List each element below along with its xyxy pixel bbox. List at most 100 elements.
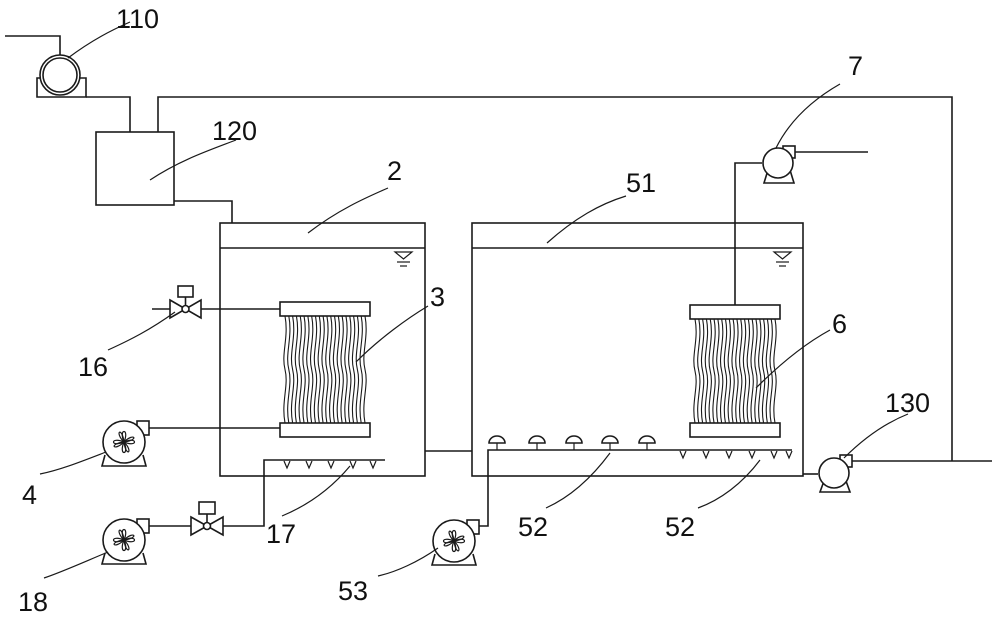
- membrane-fiber: [321, 315, 325, 424]
- leader-18: [43, 551, 109, 579]
- pump-7-base: [762, 169, 796, 184]
- arrow-diffuser: [283, 460, 291, 470]
- blower-53-base: [430, 553, 478, 566]
- membrane-3-bottom-header: [279, 422, 371, 438]
- leader-52a: [545, 452, 611, 509]
- pipe-module6-to-pump7: [734, 162, 762, 305]
- arrow-diffuser: [725, 450, 733, 460]
- inlet-pipe: [5, 35, 61, 55]
- tank-51-water-level-icon: [772, 251, 793, 267]
- membrane-fiber: [758, 318, 762, 424]
- leader-53: [377, 547, 439, 577]
- membrane-fiber: [742, 318, 747, 424]
- membrane-fiber: [716, 318, 720, 424]
- membrane-6-top-header: [689, 304, 781, 320]
- dome-diffuser: [638, 435, 656, 450]
- membrane-3-fibers: [283, 315, 367, 424]
- leader-16: [107, 311, 176, 351]
- label-17: 17: [266, 519, 296, 549]
- membrane-fiber: [363, 315, 367, 424]
- valve-body: [190, 515, 224, 537]
- label-52b: 52: [665, 512, 695, 542]
- unit-120-box: [95, 131, 175, 206]
- membrane-fiber: [712, 318, 716, 424]
- tank-51-walls: [471, 222, 804, 477]
- valve-blower18-line: [190, 501, 224, 537]
- membrane-fiber: [723, 318, 728, 424]
- membrane-fiber: [283, 315, 287, 424]
- pipe-120-to-tank2: [174, 200, 233, 223]
- label-2: 2: [387, 156, 402, 186]
- membrane-fiber: [329, 315, 333, 424]
- leader-51: [546, 195, 627, 244]
- leader-110: [67, 21, 131, 59]
- membrane-fiber: [332, 315, 337, 424]
- tank-2-water-level-icon: [393, 251, 414, 267]
- membrane-fiber: [708, 318, 712, 424]
- membrane-fiber: [298, 315, 302, 424]
- leader-7: [775, 83, 841, 149]
- membrane-fiber: [735, 318, 739, 424]
- membrane-fiber: [294, 315, 299, 424]
- membrane-fiber: [355, 315, 360, 424]
- leader-4: [39, 451, 107, 475]
- membrane-fiber: [313, 315, 318, 424]
- membrane-fiber: [769, 318, 773, 424]
- membrane-fiber: [739, 318, 743, 424]
- membrane-fiber: [697, 318, 701, 424]
- pump-130: [818, 454, 853, 493]
- blower-18-base: [100, 552, 148, 565]
- arrow-diffuser: [770, 450, 778, 460]
- label-52a: 52: [518, 512, 548, 542]
- leader-lines: [39, 21, 909, 579]
- valve-16-body: [169, 298, 202, 320]
- label-7: 7: [848, 51, 863, 81]
- reference-labels: 110 120 2 51 7 3 16 6 130 4 17 52 52 18 …: [18, 4, 930, 617]
- arrow-diffuser: [785, 450, 793, 460]
- membrane-fiber: [754, 318, 758, 424]
- label-6: 6: [832, 309, 847, 339]
- membrane-fiber: [731, 318, 735, 424]
- valve-actuator: [198, 501, 216, 515]
- membrane-fiber: [325, 315, 329, 424]
- leader-120: [149, 139, 237, 181]
- arrow-diffuser: [702, 450, 710, 460]
- membrane-fiber: [746, 318, 751, 424]
- arrow-diffuser: [327, 460, 335, 470]
- label-110: 110: [116, 4, 159, 34]
- pump-7: [762, 145, 796, 184]
- valve-16-center: [181, 304, 190, 314]
- fan-icon: [112, 430, 136, 454]
- pipe-network: [5, 35, 992, 527]
- arrow-diffuser: [305, 460, 313, 470]
- dome-diffuser: [528, 435, 546, 450]
- leader-3: [355, 305, 429, 363]
- tank-51: [471, 222, 804, 477]
- membrane-6-bottom-header: [689, 422, 781, 438]
- pump-130-base: [818, 480, 852, 493]
- membrane-fiber: [336, 315, 341, 424]
- membrane-fiber: [719, 318, 724, 424]
- membrane-fiber: [309, 315, 314, 424]
- membrane-fiber: [287, 315, 291, 424]
- membrane-3-top-header: [279, 301, 371, 317]
- return-pipe: [157, 96, 953, 461]
- dome-diffuser: [601, 435, 619, 450]
- membrane-fiber: [344, 315, 348, 424]
- arrow-diffuser: [748, 450, 756, 460]
- label-3: 3: [430, 282, 445, 312]
- fan-icon: [442, 529, 466, 553]
- arrow-diffuser: [349, 460, 357, 470]
- valve-16: [169, 285, 202, 320]
- pipe-110-to-120: [86, 96, 131, 132]
- valve-16-actuator: [177, 285, 194, 298]
- membrane-fiber: [750, 318, 754, 424]
- aerator-52: [488, 435, 793, 460]
- pipe-blower53-to-aerator52: [478, 449, 792, 527]
- membrane-6-fibers: [693, 318, 777, 424]
- membrane-fiber: [704, 318, 709, 424]
- blower-18: [100, 518, 150, 565]
- blower-4: [100, 420, 150, 467]
